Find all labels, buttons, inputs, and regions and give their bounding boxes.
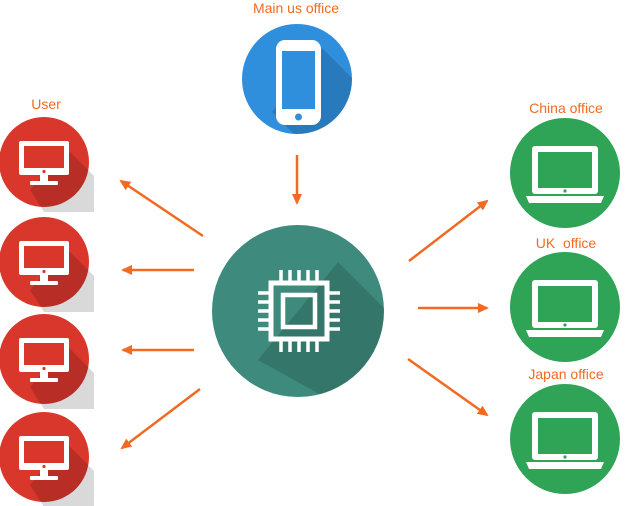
desktop-monitor-icon bbox=[19, 141, 69, 185]
arrow-hub-to-china bbox=[408, 199, 489, 262]
uk-office-label: UK office bbox=[535, 235, 597, 251]
user-node-1 bbox=[0, 117, 94, 212]
smartphone-icon bbox=[276, 40, 321, 125]
desktop-monitor-icon bbox=[19, 241, 69, 285]
japan-office-node bbox=[510, 384, 620, 494]
cpu-chip-icon bbox=[258, 270, 340, 352]
china-office-label: China office bbox=[529, 100, 603, 116]
user-label: User bbox=[31, 96, 61, 112]
china-office-node bbox=[510, 118, 620, 228]
main-office-label: Main us office bbox=[252, 0, 340, 16]
laptop-icon bbox=[526, 412, 604, 469]
desktop-monitor-icon bbox=[19, 436, 69, 480]
japan-office-label: Japan office bbox=[528, 366, 604, 382]
arrow-hub-to-japan bbox=[407, 357, 489, 417]
desktop-monitor-icon bbox=[19, 338, 69, 382]
user-node-2 bbox=[0, 217, 94, 312]
arrow-hub-to-user-1 bbox=[119, 179, 204, 238]
uk-office-node bbox=[510, 252, 620, 362]
arrows bbox=[119, 155, 489, 450]
laptop-icon bbox=[526, 146, 604, 203]
arrow-hub-to-user-4 bbox=[120, 388, 201, 450]
hub-node bbox=[212, 225, 384, 397]
user-node-4 bbox=[0, 412, 94, 506]
laptop-icon bbox=[526, 280, 604, 337]
user-node-3 bbox=[0, 314, 94, 409]
main-office-node bbox=[242, 24, 352, 134]
